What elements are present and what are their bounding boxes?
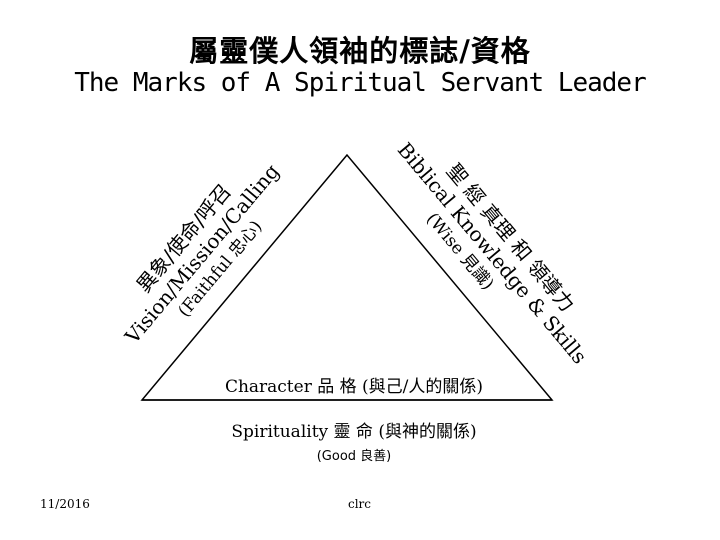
page-title-chinese: 屬靈僕人領袖的標誌/資格 bbox=[189, 34, 531, 68]
spirituality-label: Spirituality 靈 命 (與神的關係) bbox=[231, 422, 476, 442]
footer-org: clrc bbox=[348, 497, 372, 511]
left-side-line2: Vision/Mission/Calling bbox=[119, 159, 284, 349]
good-label: (Good 良善) bbox=[317, 448, 392, 464]
right-side-line2: Biblical Knowledge & Skills bbox=[393, 138, 592, 369]
footer-date: 11/2016 bbox=[40, 497, 90, 511]
character-label: Character 品 格 (與己/人的關係) bbox=[225, 377, 483, 397]
page-title-english: The Marks of A Spiritual Servant Leader bbox=[74, 68, 646, 98]
